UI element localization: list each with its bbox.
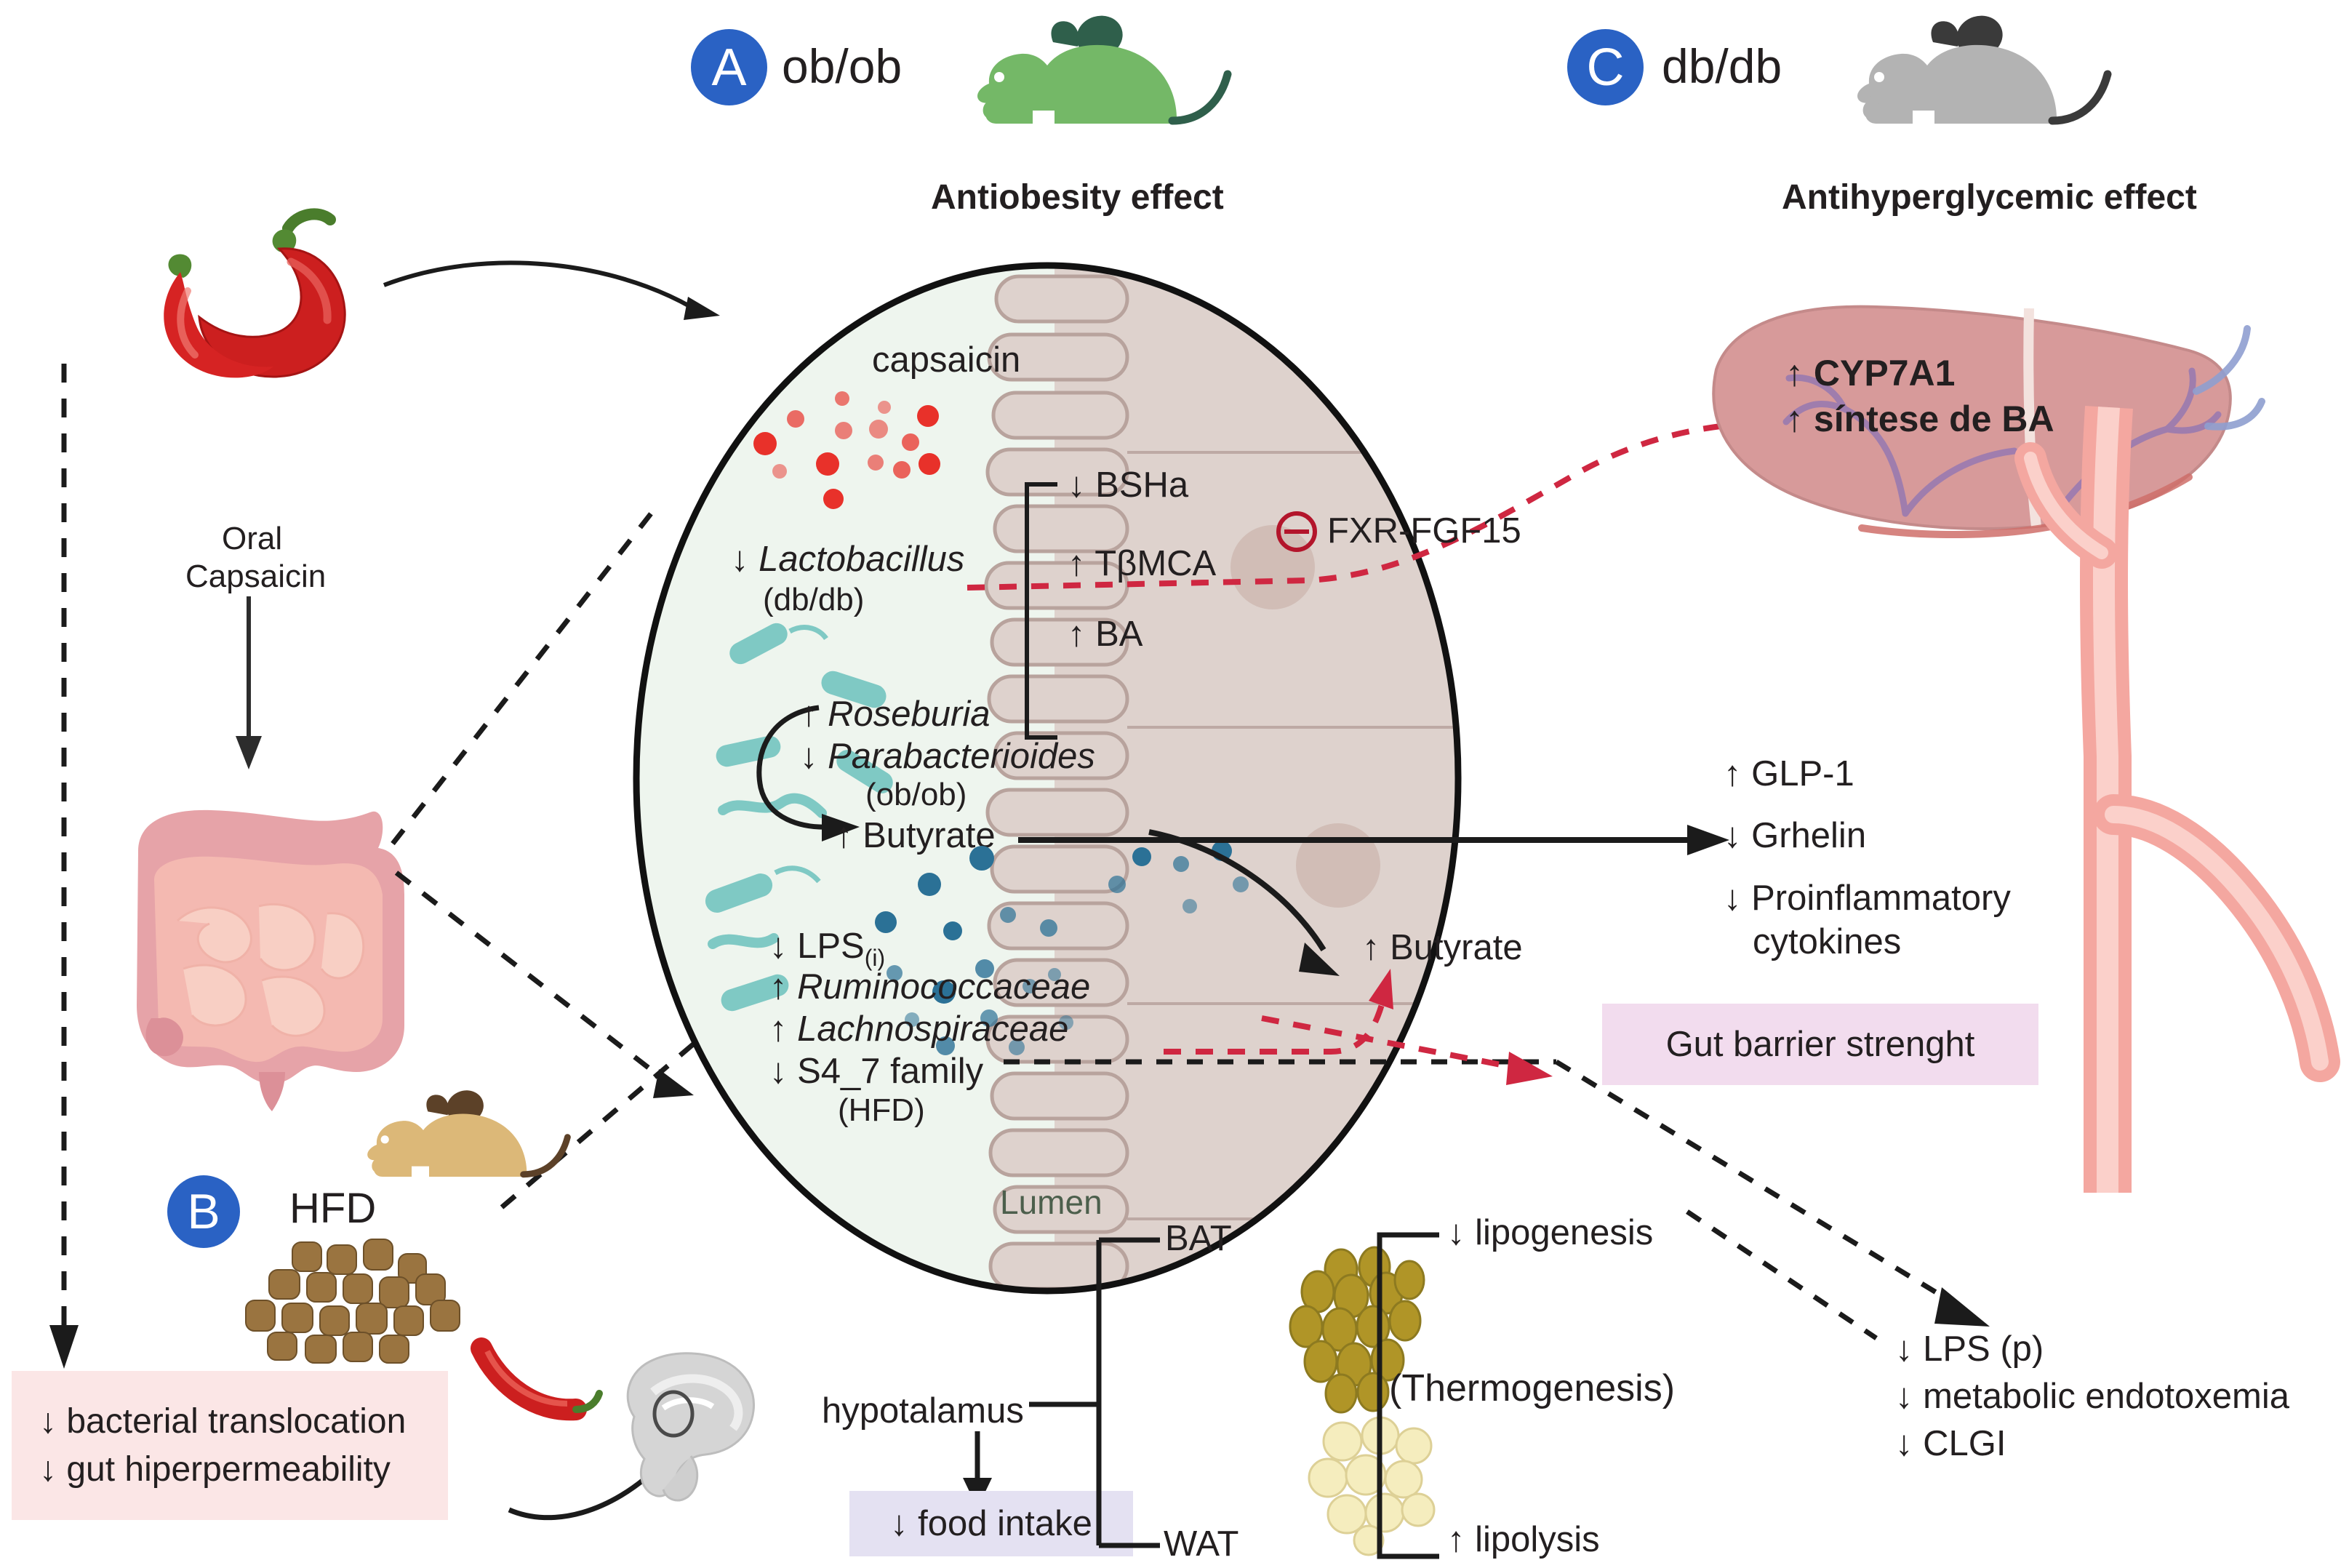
arrow-oral-to-intestine (236, 596, 262, 769)
glp1-label: ↑ GLP-1 (1724, 754, 1854, 793)
lps-intestinal-sub: (i) (864, 944, 886, 971)
ba-label: ↑ BA (1068, 615, 1143, 654)
metabolic-endotoxemia-label: ↓ metabolic endotoxemia (1895, 1377, 2290, 1416)
capsaicin-molecule-dots (753, 391, 940, 509)
butyrate-dots-lumen (875, 841, 1249, 1055)
capsaicin-label: capsaicin (872, 340, 1021, 380)
butyrate-epithelium-label: ↑ Butyrate (1362, 928, 1523, 967)
inhibition-circle-icon (1276, 511, 1317, 552)
ruminococcaceae-label: ↑ Ruminococcaceae (769, 967, 1091, 1007)
dashed-s47-to-systemic (1004, 1059, 1990, 1327)
oral-capsaicin-label-line2: Capsaicin (185, 559, 327, 594)
roseburia-label: ↑ Roseburia (800, 695, 991, 734)
dashed-to-gut-barrier (1261, 1015, 1553, 1085)
lipolysis-label: ↑ lipolysis (1447, 1520, 1600, 1559)
thermogenesis-bracket (1377, 1232, 1439, 1559)
clgi-label: ↓ CLGI (1895, 1424, 2006, 1463)
lipogenesis-label: ↓ lipogenesis (1447, 1213, 1654, 1252)
panel-c-letter: C (1586, 38, 1625, 97)
tbmca-label: ↑ TβMCA (1068, 544, 1217, 583)
panel-c-effect-label: Antihyperglycemic effect (1782, 178, 2197, 217)
panel-a-badge: A (691, 29, 767, 105)
bile-acid-bracket (1025, 482, 1057, 740)
panel-a-model-label: ob/ob (782, 39, 903, 93)
cytokines-label-line2: cytokines (1753, 922, 1902, 961)
panel-a-letter: A (711, 38, 747, 97)
lumen-label: Lumen (1000, 1183, 1103, 1221)
arrow-microbiota-to-butyrate (756, 705, 860, 841)
gut-barrier-box: Gut barrier strenght (1602, 1004, 2038, 1085)
ba-synthesis-label: ↑ síntese de BA (1785, 399, 2054, 439)
hfd-sublabel: (HFD) (838, 1092, 925, 1128)
chili-pepper-small-icon (471, 1337, 603, 1421)
parabacterioides-label: ↓ Parabacterioides (800, 737, 1095, 776)
mouse-grey-icon (1857, 15, 2112, 125)
panel-b-model-label: HFD (289, 1185, 377, 1232)
dashed-chili-to-outcome (49, 364, 79, 1369)
lactobacillus-sublabel: (db/db) (763, 582, 865, 617)
dashed-intestine-to-gut-mid (394, 871, 694, 1098)
chili-pepper-icon (164, 208, 346, 378)
arrow-butyrate-to-hormones (1018, 825, 1729, 855)
bacterial-translocation-box: ↓ bacterial translocation ↓ gut hiperper… (12, 1371, 448, 1520)
gut-lumen-circle (633, 262, 1462, 1295)
oral-capsaicin-label-line1: Oral (222, 521, 283, 556)
brain-illustration (626, 1352, 756, 1502)
wat-label: WAT (1164, 1524, 1239, 1564)
gut-hiperpermeability-line: ↓ gut hiperpermeability (39, 1449, 391, 1489)
arrow-butyrate-into-epithelium (1148, 829, 1340, 976)
obob-sublabel: (ob/ob) (865, 777, 967, 812)
lachnospiraceae-label: ↑ Lachnospiraceae (769, 1009, 1069, 1049)
proinflammatory-cytokines-label: ↓ Proinflammatory (1724, 879, 2011, 918)
panel-c-badge: C (1567, 29, 1644, 105)
hypothalamus-bat-wat-bracket (1029, 1237, 1160, 1548)
s47-family-label: ↓ S4_7 family (769, 1052, 984, 1091)
arrow-chili-to-gut (383, 260, 720, 320)
panel-a-effect-label: Antiobesity effect (931, 178, 1224, 217)
food-pellets-icon (245, 1239, 460, 1364)
cyp7a1-label: ↑ CYP7A1 (1785, 353, 1956, 393)
ghrelin-label: ↓ Grhelin (1724, 816, 1867, 855)
portal-vessel-illustration (2014, 405, 2340, 1193)
dashed-lipogenesis-to-systemic (1686, 1209, 1878, 1340)
bsha-label: ↓ BSHa (1068, 465, 1189, 505)
lps-intestinal-label: ↓ LPS(i) (769, 926, 885, 972)
panel-b-letter: B (187, 1184, 220, 1239)
bacteria-icons (705, 623, 893, 1012)
food-intake-box: ↓ food intake (849, 1491, 1133, 1556)
butyrate-lumen-label: ↑ Butyrate (835, 816, 996, 855)
food-intake-label: ↓ food intake (890, 1503, 1092, 1543)
gut-barrier-label: Gut barrier strenght (1665, 1024, 1975, 1064)
intestine-illustration (137, 809, 404, 1111)
thermogenesis-label: (Thermogenesis) (1389, 1367, 1676, 1409)
panel-c-model-label: db/db (1662, 39, 1782, 93)
lps-intestinal-text: ↓ LPS (769, 927, 865, 966)
panel-b-badge: B (167, 1175, 240, 1248)
fxr-fgf15-label: FXR-FGF15 (1327, 511, 1521, 551)
lactobacillus-label: ↓ Lactobacillus (731, 540, 965, 579)
white-adipocytes-icon (1308, 1416, 1436, 1556)
mouse-tan-icon (367, 1090, 571, 1178)
lps-plasma-label: ↓ LPS (p) (1895, 1329, 2044, 1369)
hypothalamus-label: hypotalamus (822, 1391, 1024, 1431)
mouse-green-icon (977, 15, 1232, 125)
bat-label: BAT (1165, 1219, 1232, 1258)
bacterial-translocation-line1: ↓ bacterial translocation (39, 1401, 407, 1441)
dashed-intestine-to-gut-top (391, 507, 657, 846)
